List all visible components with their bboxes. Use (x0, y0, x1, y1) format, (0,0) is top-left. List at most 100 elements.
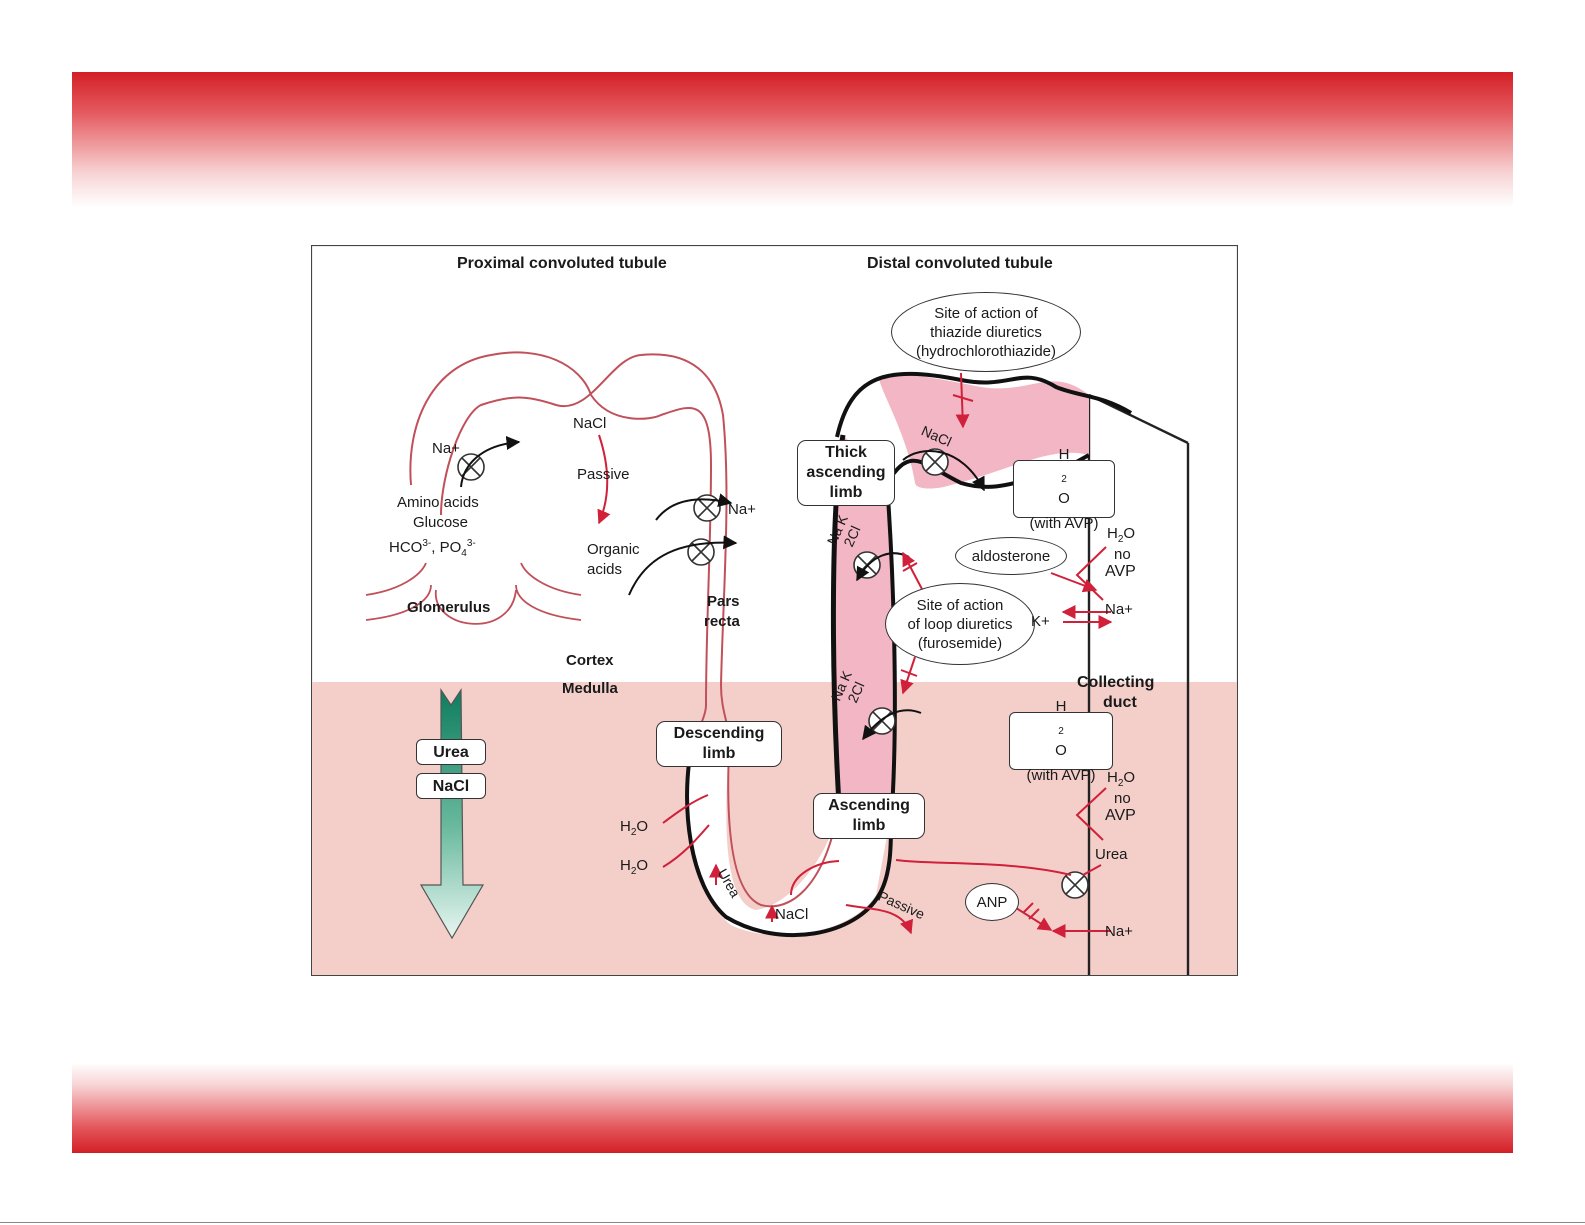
h2o-a-h: H (620, 818, 631, 835)
distal-tubule-top-wall (835, 371, 1133, 438)
label-h2o-descending-b: H2O (620, 856, 648, 881)
proximal-tubule (409, 351, 731, 751)
h2o-no-h: H (1107, 525, 1118, 542)
descending-limb-box: Descending limb (656, 721, 782, 767)
label-collecting-na: Na+ (1105, 601, 1133, 618)
label-amino-acids: Amino acids (397, 494, 479, 511)
with-avp-mid: (with AVP) (1026, 767, 1096, 784)
arrow-h2o-descending-a (662, 794, 709, 824)
label-po-sub: 4 (461, 548, 467, 559)
label-loop-nacl: NaCl (775, 906, 809, 923)
inhibit-loop-upper-mark (902, 562, 918, 572)
arrow-loop-diuretic-upper (902, 551, 924, 592)
transporter-thiazide (921, 448, 949, 476)
arrow-urea-duct (1082, 864, 1102, 876)
h2o-top-h: H (1058, 446, 1070, 463)
loop-diuretics-line3: (furosemide) (917, 634, 1003, 652)
transporter-pct-na-right (693, 494, 721, 522)
h2o-no-sub: 2 (1117, 534, 1124, 545)
label-collecting-k: K+ (1031, 613, 1050, 630)
ascending-limb-box: Ascending limb (813, 793, 925, 839)
thiazide-line1: Site of action of (934, 304, 1038, 322)
label-pars-2: recta (704, 613, 740, 630)
h2o-top-sub: 2 (1061, 474, 1067, 485)
thiazide-line2: thiazide diuretics (930, 323, 1042, 341)
anp-oval: ANP (965, 883, 1019, 921)
top-banner (72, 72, 1513, 207)
transporter-pct-na (457, 453, 485, 481)
label-glucose: Glucose (413, 514, 469, 531)
label-collecting-urea: Urea (1095, 846, 1128, 863)
region-cortex: Cortex (566, 652, 614, 669)
h2o-no2-sub: 2 (1117, 778, 1124, 789)
loop-diuretics-site-oval: Site of action of loop diuretics (furose… (885, 583, 1035, 665)
with-avp-top: (with AVP) (1029, 515, 1099, 532)
thiazide-line3: (hydrochlorothiazide) (915, 342, 1057, 360)
label-po: , PO (431, 539, 462, 556)
label-organic-1: Organic (587, 541, 640, 558)
gradient-nacl-box: NaCl (416, 773, 486, 799)
label-no-2: no (1114, 790, 1131, 807)
label-pct-na: Na+ (432, 440, 460, 457)
arrow-pct-passive (597, 434, 611, 525)
arrow-thiazide-nacl (902, 450, 985, 492)
label-hco-sup: 3- (422, 538, 432, 549)
label-h2o-no-avp-2: H2O (1107, 768, 1135, 793)
h2o-top-o: O (1058, 490, 1070, 507)
slide-bottom-edge (0, 1222, 1585, 1223)
descending-line2: limb (702, 745, 736, 762)
arrow-urea-recycle (895, 859, 1072, 876)
label-h2o-descending-a: H2O (620, 817, 648, 842)
label-no-1: no (1114, 546, 1131, 563)
label-hco-po: HCO3-, PO43- (389, 534, 476, 563)
label-avp-2: AVP (1105, 807, 1136, 824)
h2o-a-o: O (636, 818, 649, 835)
label-pars-1: Pars (707, 593, 740, 610)
label-avp-1: AVP (1105, 563, 1136, 580)
label-collecting-duct-1: Collecting (1077, 674, 1155, 691)
descending-limb-outer-wall (685, 749, 893, 938)
h2o-b-o: O (636, 857, 649, 874)
label-collecting-duct-2: duct (1103, 694, 1137, 711)
descending-line1: Descending (673, 725, 765, 742)
descending-limb-fill (687, 750, 889, 935)
inhibit-anp-mark (1022, 902, 1040, 920)
loop-diuretics-line2: of loop diuretics (907, 615, 1013, 633)
nephron-figure: Proximal convoluted tubule Distal convol… (311, 245, 1238, 976)
h2o-no-o: O (1123, 525, 1136, 542)
ascending-limb-fill (833, 435, 894, 843)
h2o-a-sub: 2 (630, 827, 637, 838)
h2o-mid-o: O (1055, 742, 1067, 759)
thick-limb-line3: limb (829, 484, 863, 501)
inhibit-thiazide-mark (952, 394, 974, 402)
h2o-b-h: H (620, 857, 631, 874)
arrow-h2o-no-avp-2 (1075, 787, 1107, 841)
loop-diuretics-line1: Site of action (916, 596, 1004, 614)
arrow-nacl-ascending (790, 860, 840, 896)
arrow-anp (1015, 907, 1053, 931)
label-pct-nacl: NaCl (573, 415, 607, 432)
label-glomerulus: Glomerulus (407, 599, 491, 616)
aldosterone-oval: aldosterone (955, 537, 1067, 575)
transporter-nkcc-lower (868, 707, 896, 735)
arrow-pct-na-right (655, 493, 733, 521)
thiazide-site-oval: Site of action of thiazide diuretics (hy… (891, 292, 1081, 372)
arrow-h2o-descending-b (662, 824, 710, 868)
header-proximal: Proximal convoluted tubule (457, 255, 667, 272)
thick-ascending-limb-box: Thick ascending limb (797, 440, 895, 506)
thick-limb-line2: ascending (806, 464, 886, 481)
h2o-b-sub: 2 (630, 866, 637, 877)
arrow-pct-na (460, 436, 521, 488)
glomerulus-outline (365, 562, 582, 625)
gradient-arrow (419, 688, 485, 940)
ascending-line2: limb (852, 817, 886, 834)
label-pct-na-right: Na+ (728, 501, 756, 518)
label-hco: HCO (389, 539, 423, 556)
gradient-urea-box: Urea (416, 739, 486, 765)
arrow-organic-acids (628, 535, 738, 596)
arrow-passive-loop (845, 904, 913, 935)
arrow-h2o-no-avp (1075, 546, 1107, 601)
